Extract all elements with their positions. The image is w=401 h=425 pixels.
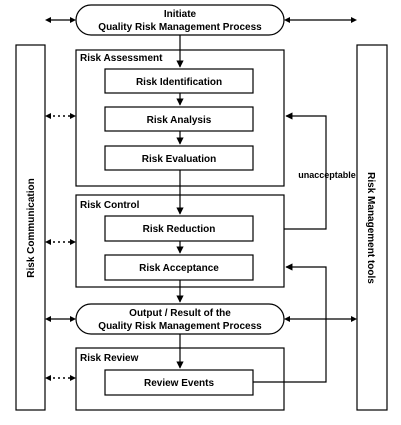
risk-reduction-box: Risk Reduction [104,215,254,242]
risk-control-title: Risk Control [80,200,140,211]
risk-communication-column: Risk Communication [15,44,46,411]
risk-identification-label: Risk Identification [136,77,222,88]
risk-acceptance-box: Risk Acceptance [104,254,254,281]
output-node: Output / Result of the Quality Risk Mana… [75,303,285,335]
risk-identification-box: Risk Identification [104,68,254,94]
output-line2: Quality Risk Management Process [98,321,262,332]
risk-analysis-label: Risk Analysis [147,115,212,126]
review-events-label: Review Events [144,378,214,389]
initiate-node: Initiate Quality Risk Management Process [75,4,285,36]
review-events-box: Review Events [104,369,254,396]
risk-management-tools-column: Risk Management tools [356,44,388,411]
risk-evaluation-label: Risk Evaluation [142,154,216,165]
tools-arrows [284,17,357,322]
communication-arrows [45,17,76,381]
risk-analysis-box: Risk Analysis [104,106,254,132]
risk-management-tools-label: Risk Management tools [365,172,376,284]
risk-assessment-title: Risk Assessment [80,53,163,64]
risk-review-title: Risk Review [80,353,139,364]
feedback-loops [253,112,327,383]
risk-communication-label: Risk Communication [26,178,37,277]
initiate-line1: Initiate [164,9,197,20]
unacceptable-label: unacceptable [298,170,356,180]
risk-acceptance-label: Risk Acceptance [139,263,219,274]
initiate-line2: Quality Risk Management Process [98,22,262,33]
risk-reduction-label: Risk Reduction [143,224,216,235]
risk-evaluation-box: Risk Evaluation [104,145,254,171]
output-line1: Output / Result of the [129,308,231,319]
